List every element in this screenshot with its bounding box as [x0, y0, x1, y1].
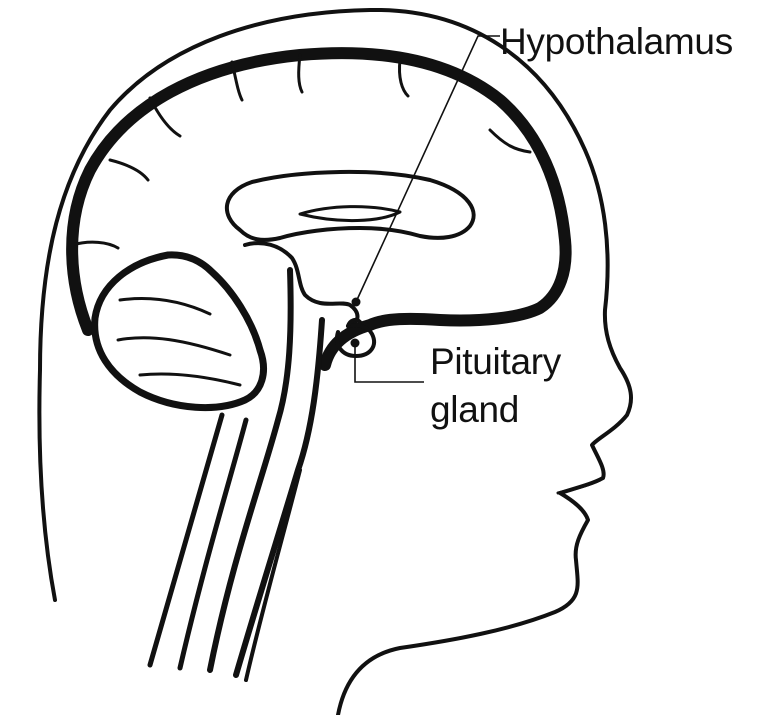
- spinal-canal: [180, 420, 246, 668]
- brainstem: [236, 320, 322, 675]
- lateral-ventricle: [300, 207, 400, 221]
- sulcus-mark: [110, 160, 148, 180]
- sulcus-mark: [150, 98, 180, 136]
- pituitary-leader-line: [355, 343, 424, 382]
- hypothalamus-leader-line: [356, 36, 500, 302]
- pituitary-label-line1: Pituitary: [430, 342, 561, 382]
- cerebellum-fold: [140, 374, 240, 385]
- cerebellum-fold: [118, 338, 230, 355]
- lips-line: [558, 480, 600, 493]
- sulcus-mark: [72, 242, 118, 248]
- pituitary-label-line2: gland: [430, 390, 519, 430]
- midbrain: [245, 243, 358, 326]
- sulcus-mark: [399, 60, 408, 96]
- cerebellum-fold: [120, 299, 210, 314]
- hypothalamus-label: Hypothalamus: [500, 22, 733, 62]
